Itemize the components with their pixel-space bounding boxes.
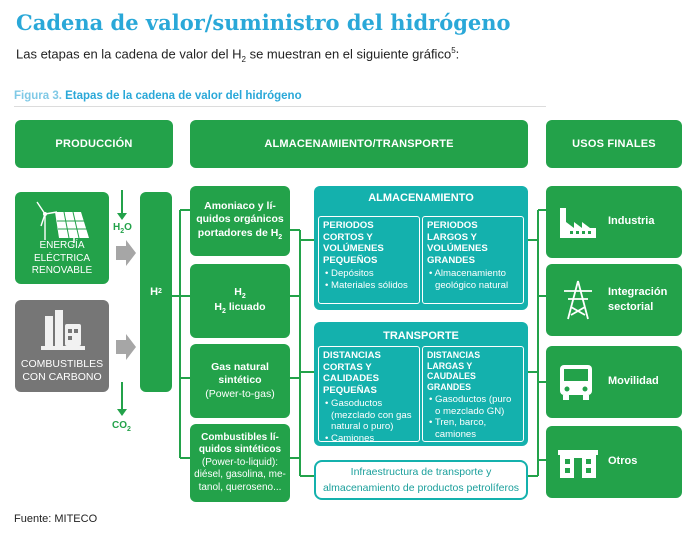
factory-icon [560,208,596,238]
fossil-fuel-box: COMBUSTIBLES CON CARBONO [15,300,109,392]
storage-box: ALMACENAMIENTO PERIODOS CORTOS Y VOLÚMEN… [314,186,528,310]
use-otros: Otros [546,426,682,498]
bus-icon [560,365,592,400]
source-note: Fuente: MITECO [14,513,98,525]
co2-label: CO2 [112,420,131,433]
header-almacenamiento-transporte: ALMACENAMIENTO/TRANSPORTE [190,120,528,168]
divider [14,106,546,107]
renewable-energy-label: ENERGÍA ELÉCTRICA RENOVABLE [31,240,93,276]
use-movilidad: Movilidad [546,346,682,418]
power-tower-icon [564,280,592,320]
page-title: Cadena de valor/suministro del hidrógeno [16,10,511,35]
infrastructure-box: Infraestructura de transporte y almacena… [314,460,528,500]
wind-solar-icon [36,201,89,243]
storage-short-period: PERIODOS CORTOS Y VOLÚMENES PEQUEÑOS Dep… [318,216,420,304]
figure-caption: Figura 3. Etapas de la cadena de valor d… [14,90,302,102]
transport-long-distance: DISTANCIAS LARGAS Y CAUDALES GRANDES Gas… [422,346,524,442]
transport-box: TRANSPORTE DISTANCIAS CORTAS Y CALIDADES… [314,322,528,446]
header-usos-finales: USOS FINALES [546,120,682,168]
building-icon [558,450,598,478]
use-industria: Industria [546,186,682,258]
figure-number: Figura 3. [14,90,62,102]
use-integracion-sectorial: Integración sectorial [546,264,682,336]
header-produccion: PRODUCCIÓN [15,120,173,168]
figure-title: Etapas de la cadena de valor del hidróge… [65,90,302,102]
fossil-fuel-label: COMBUSTIBLES CON CARBONO [20,358,104,384]
transport-short-distance: DISTANCIAS CORTAS Y CALIDADES PEQUEÑAS G… [318,346,420,444]
refinery-icon [41,310,85,350]
intro-text: Las etapas en la cadena de valor del H2 … [16,46,460,64]
renewable-energy-box: ENERGÍA ELÉCTRICA RENOVABLE [15,192,109,284]
water-label: H2O [113,222,132,235]
storage-long-period: PERIODOS LARGOS Y VOLÚMENES GRANDES Alma… [422,216,524,304]
carrier-synthetic-liquid-fuels: Combustibles lí-quidos sintéticos(Power-… [190,424,290,502]
storage-title: ALMACENAMIENTO [368,192,474,204]
transport-title: TRANSPORTE [383,330,459,342]
